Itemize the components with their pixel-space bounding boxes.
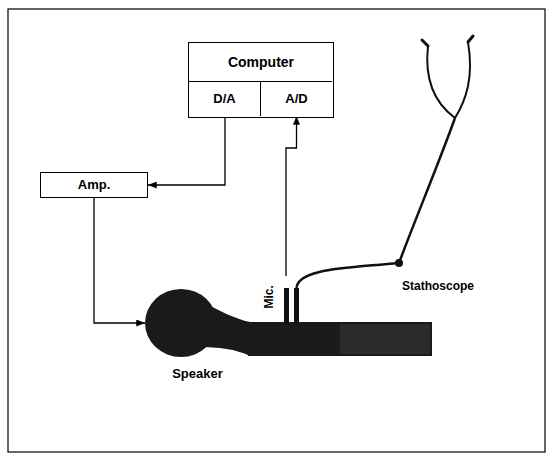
tube [248,322,432,356]
microphone: Mic. [262,276,292,324]
stethoscope-tube [296,263,398,289]
figure-frame [8,9,545,452]
speaker-shape [145,287,250,359]
part-label: Mic. [263,285,277,308]
signal-wire [286,116,297,276]
amplifier-box: Amp. [40,172,148,198]
microphone-probe [284,288,289,324]
part-label: Stathoscope [402,279,474,293]
node-label: Amp. [78,178,111,193]
speaker-symbol: Speaker [145,287,250,359]
node-label: Computer [189,43,333,81]
node-label: Speaker [135,367,260,382]
node-label: D/A [213,92,235,107]
computer-box: ComputerD/A A/D [188,42,334,118]
tube-end [340,324,430,354]
stethoscope-stem [399,118,455,263]
node-label: A/D [285,92,307,107]
stethoscope-binaurals [427,42,470,118]
signal-wire [94,198,145,323]
converter-cell: A/D [261,81,332,116]
stethoscope-eartips [422,36,473,46]
signal-wire [148,116,225,185]
converter-cell: D/A [189,81,261,116]
stethoscope-probe [294,288,299,324]
